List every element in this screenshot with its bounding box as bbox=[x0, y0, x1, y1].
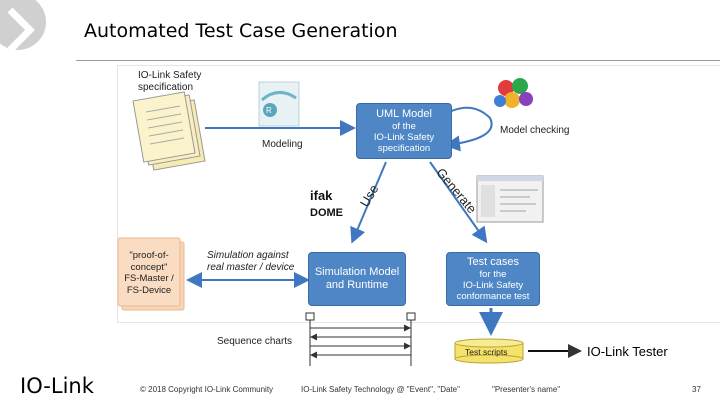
test-box-line4: conformance test bbox=[456, 291, 530, 302]
uml-box-line4: specification bbox=[377, 143, 431, 154]
footer-event: IO-Link Safety Technology @ "Event", "Da… bbox=[301, 385, 460, 394]
test-cases-box: Test cases for the IO-Link Safety confor… bbox=[446, 252, 540, 306]
uml-box-line2: of the bbox=[392, 121, 416, 132]
test-box-line2: for the bbox=[479, 269, 507, 280]
test-tool-screenshot-icon bbox=[476, 175, 544, 223]
title-divider bbox=[76, 60, 720, 61]
sequence-charts-label: Sequence charts bbox=[217, 336, 293, 347]
simulation-against-line2: real master / device bbox=[207, 262, 295, 273]
slide-title: Automated Test Case Generation bbox=[84, 20, 398, 42]
poc-line2: concept" bbox=[130, 261, 168, 273]
ifak-logo: ifak bbox=[310, 188, 333, 203]
iolink-logo: IO-Link bbox=[20, 374, 94, 398]
poc-line1: "proof-of- bbox=[129, 250, 169, 261]
model-checking-label: Model checking bbox=[500, 125, 570, 136]
footer-presenter: "Presenter's name" bbox=[492, 385, 561, 394]
sequence-chart-icon bbox=[305, 312, 416, 366]
dome-logo: DOME bbox=[310, 207, 343, 219]
spec-label-line2: specification bbox=[138, 82, 194, 93]
footer bbox=[0, 372, 720, 405]
test-scripts-cylinder-icon bbox=[454, 338, 524, 364]
proof-of-concept-card: "proof-of- concept" FS-Master / FS-Devic… bbox=[118, 250, 180, 296]
sim-box-line2: and Runtime bbox=[325, 279, 389, 291]
spec-label-line1: IO-Link Safety bbox=[138, 70, 202, 81]
puzzle-icon bbox=[494, 78, 533, 108]
modeling-label: Modeling bbox=[262, 139, 303, 150]
uml-box-line3: IO-Link Safety bbox=[373, 132, 435, 143]
test-scripts-label: Test scripts bbox=[465, 347, 508, 357]
svg-text:R: R bbox=[266, 106, 272, 115]
poc-line4: FS-Device bbox=[126, 284, 172, 296]
simulation-against-line1: Simulation against bbox=[207, 250, 289, 261]
simulation-model-box: Simulation Model and Runtime bbox=[308, 252, 406, 306]
uml-model-box: UML Model of the IO-Link Safety specific… bbox=[356, 103, 452, 159]
page-number: 37 bbox=[692, 385, 701, 394]
diagram-frame bbox=[117, 65, 720, 323]
simulation-against-label: Simulation against real master / device bbox=[207, 250, 294, 274]
uml-box-line1: UML Model bbox=[376, 108, 432, 120]
sim-box-line1: Simulation Model bbox=[314, 266, 400, 278]
iolink-logo-text: IO-Link bbox=[20, 374, 94, 398]
corner-logo-icon bbox=[0, 0, 46, 53]
test-box-line3: IO-Link Safety bbox=[462, 280, 524, 291]
footer-copyright: © 2018 Copyright IO-Link Community bbox=[140, 385, 274, 394]
poc-line3: FS-Master / bbox=[124, 273, 174, 284]
rhapsody-logo-icon: R bbox=[258, 81, 300, 127]
spec-documents-icon bbox=[132, 91, 206, 171]
iolink-tester-label: IO-Link Tester bbox=[587, 344, 668, 359]
test-box-line1: Test cases bbox=[467, 256, 519, 268]
spec-label: IO-Link Safety specification bbox=[138, 70, 201, 94]
